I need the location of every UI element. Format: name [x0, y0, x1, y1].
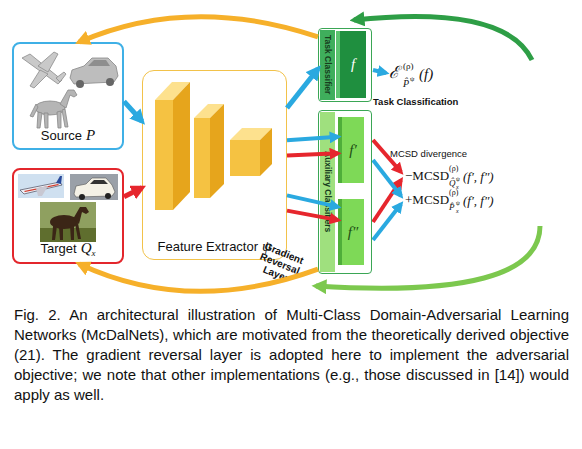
- plane-tail: [56, 176, 62, 184]
- horse-neck: [60, 90, 77, 108]
- math-label: +MCSD: [405, 193, 449, 206]
- photo-grass: [40, 228, 96, 242]
- car-wheel: [106, 78, 114, 86]
- car-window: [88, 60, 110, 66]
- feature-layer-3: [230, 128, 272, 176]
- source-domain-box: Source P: [12, 42, 124, 150]
- node-title: f′: [349, 142, 356, 159]
- math-label: (f′, f″): [463, 170, 494, 183]
- gradient-arrow: [354, 16, 532, 60]
- flow-arrow: [79, 17, 318, 42]
- node-title: Feature Extractor: [158, 239, 258, 254]
- horse-leg: [70, 225, 74, 240]
- horse-leg: [75, 223, 81, 239]
- node-title: Task Classifier: [320, 30, 335, 100]
- output-arrow: [373, 204, 401, 240]
- task-classifier-box: Task Classifier f: [318, 28, 372, 102]
- node-title: Target: [41, 241, 77, 256]
- math-label: (ρ): [403, 62, 414, 71]
- math-label: ψ: [456, 200, 460, 206]
- math-label: (ρ): [449, 165, 458, 173]
- plane-wing: [30, 70, 48, 88]
- output-arrow: [373, 160, 401, 196]
- flow-arrow: [287, 153, 338, 155]
- flow-arrow: [287, 211, 338, 221]
- target-domain-box: Target Qx: [12, 168, 124, 264]
- horse-leg: [62, 109, 68, 127]
- layer-front: [155, 100, 173, 210]
- flow-arrow: [124, 101, 142, 121]
- photo-bg: [40, 202, 96, 242]
- math-label: (f′, f″): [463, 194, 494, 207]
- math-label: MCSD divergence: [390, 149, 467, 159]
- layer-front: [194, 118, 210, 198]
- flow-arrow: [79, 264, 318, 291]
- output-arrow: [373, 180, 401, 222]
- horse-neck: [73, 207, 89, 224]
- flow-arrow: [287, 137, 338, 141]
- node-title: Source: [41, 128, 82, 143]
- plane-tail: [56, 72, 66, 82]
- horse-leg: [44, 113, 48, 128]
- photo-sky: [18, 174, 64, 198]
- node-title: Auxiliary Classifiers: [320, 112, 335, 272]
- node-title: f: [351, 56, 355, 73]
- figure-caption: Fig. 2. An architectural illustration of…: [14, 305, 569, 405]
- math-label: ψ: [410, 76, 414, 83]
- layer-side: [210, 104, 224, 198]
- feature-layer-2: [194, 104, 224, 198]
- feature-layer-1: [155, 82, 190, 210]
- plane-wing: [38, 52, 58, 72]
- math-label: P̂: [403, 79, 409, 89]
- math-label: P̂: [449, 203, 455, 212]
- math-label: −MCSD: [405, 169, 449, 182]
- classifier-block: f: [336, 31, 366, 98]
- math-label: ℰ: [389, 64, 399, 81]
- node-symbol: P: [86, 127, 95, 143]
- car-wheel: [76, 80, 84, 88]
- layer-note: Gradient Reversal Layer: [248, 238, 312, 290]
- math-label: ψ: [456, 176, 460, 182]
- node-label-row: Source P: [14, 126, 122, 144]
- horse-leg: [57, 111, 61, 128]
- plane-wing: [36, 186, 48, 196]
- math-label: (f): [419, 67, 433, 82]
- flow-arrow: [287, 195, 338, 207]
- math-label: (ρ): [449, 189, 458, 197]
- horse: [50, 207, 89, 240]
- node-title: f″: [348, 224, 358, 241]
- source-car: [70, 58, 118, 88]
- node-symbol: x: [91, 248, 95, 258]
- horse-leg: [59, 227, 63, 240]
- classifier-block: f″: [338, 199, 364, 265]
- math-label: Task Classification: [373, 97, 458, 107]
- source-horse: [30, 90, 77, 128]
- layer-front: [230, 140, 260, 176]
- feature-extractor-box: Feature Extractorψ: [142, 70, 287, 260]
- target-car-photo: [70, 174, 118, 200]
- car-wheel: [105, 193, 111, 199]
- auxiliary-classifiers-box: Auxiliary Classifiers f′ f″: [318, 110, 372, 274]
- horse-tail: [30, 104, 38, 117]
- math-label: Q̂: [449, 179, 456, 188]
- target-horse-photo: [40, 202, 96, 242]
- math-label: x: [456, 208, 459, 214]
- car-window: [90, 180, 108, 184]
- output-arrow: [373, 70, 386, 73]
- flow-arrow: [287, 69, 318, 108]
- classifier-block: f′: [338, 117, 364, 183]
- car-wheel: [79, 194, 85, 200]
- flow-arrow: [124, 188, 142, 197]
- horse-leg: [37, 112, 42, 128]
- target-plane-photo: [18, 174, 64, 198]
- photo-bg: [70, 174, 118, 200]
- node-symbol: Q: [81, 240, 92, 256]
- node-label-row: Target Qx: [14, 239, 122, 258]
- source-plane: [22, 52, 66, 88]
- layer-side: [173, 82, 190, 210]
- layer-side: [260, 128, 272, 176]
- horse-leg: [52, 226, 57, 240]
